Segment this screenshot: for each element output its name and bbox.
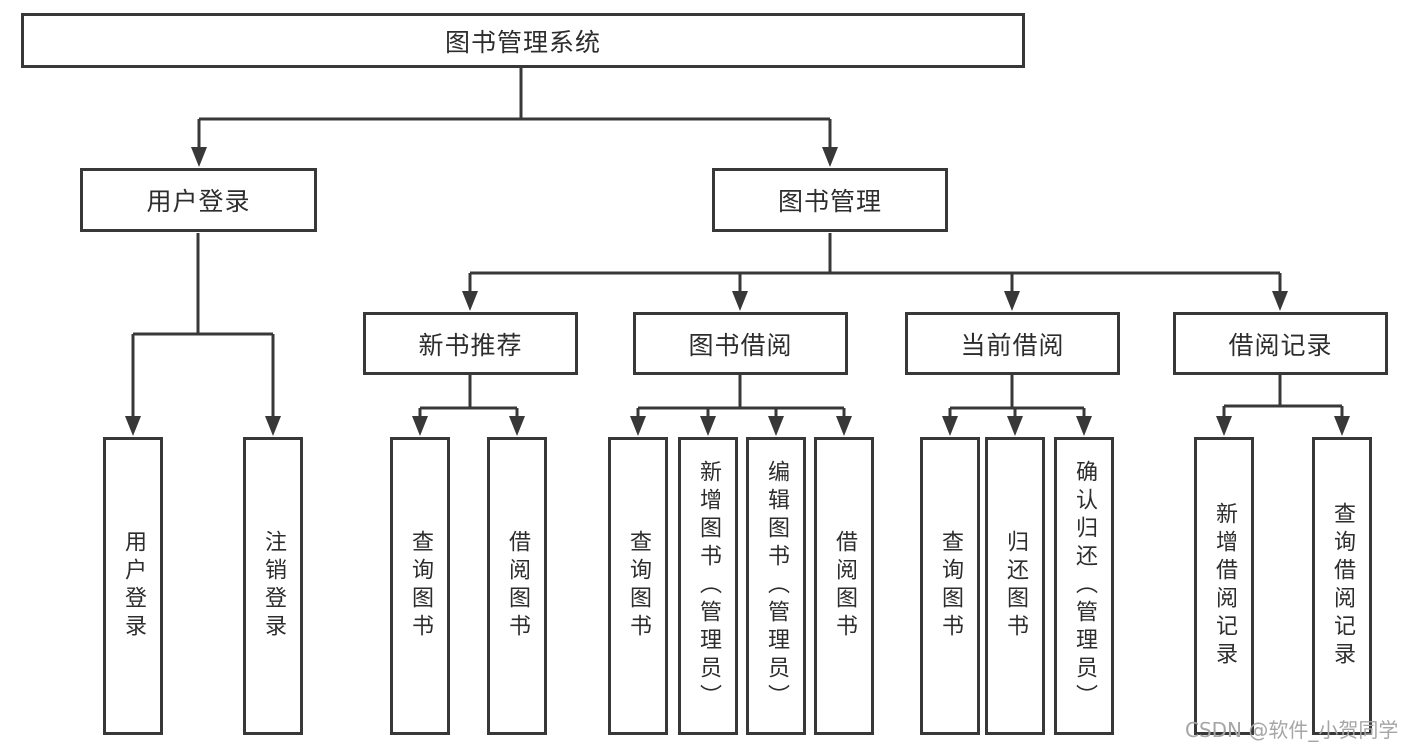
leaf-borrow-add-admin-label: 新增图书（管理员）: [696, 460, 721, 712]
leaf-newbook-borrow: 借阅图书: [487, 437, 547, 735]
leaf-record-query-label: 查询借阅记录: [1330, 502, 1355, 670]
watermark: CSDN @软件_小贺同学: [1185, 718, 1399, 742]
node-new-book-recommend: 新书推荐: [363, 312, 578, 375]
leaf-newbook-query-label: 查询图书: [408, 530, 433, 642]
leaf-current-return-label: 归还图书: [1003, 530, 1028, 642]
leaf-borrow-add-admin: 新增图书（管理员）: [678, 437, 738, 735]
leaf-borrow-edit-admin-label: 编辑图书（管理员）: [764, 460, 789, 712]
node-root: 图书管理系统: [21, 13, 1025, 68]
leaf-user-login: 用户登录: [103, 437, 163, 735]
leaf-current-confirm-admin: 确认归还（管理员）: [1054, 437, 1114, 735]
node-user-login: 用户登录: [80, 168, 317, 232]
node-book-borrow: 图书借阅: [633, 312, 848, 375]
node-current-borrow: 当前借阅: [905, 312, 1120, 375]
node-borrow-record: 借阅记录: [1173, 312, 1388, 375]
leaf-record-query: 查询借阅记录: [1312, 437, 1372, 735]
leaf-record-add: 新增借阅记录: [1194, 437, 1254, 735]
leaf-record-add-label: 新增借阅记录: [1212, 502, 1237, 670]
leaf-logout-label: 注销登录: [261, 530, 286, 642]
leaf-current-confirm-admin-label: 确认归还（管理员）: [1072, 460, 1097, 712]
leaf-borrow-book: 借阅图书: [814, 437, 874, 735]
leaf-current-query-label: 查询图书: [938, 530, 963, 642]
leaf-current-return: 归还图书: [985, 437, 1045, 735]
leaf-user-login-label: 用户登录: [121, 530, 146, 642]
leaf-borrow-query-label: 查询图书: [626, 530, 651, 642]
leaf-logout: 注销登录: [243, 437, 303, 735]
leaf-current-query: 查询图书: [920, 437, 980, 735]
leaf-newbook-query: 查询图书: [390, 437, 450, 735]
leaf-borrow-book-label: 借阅图书: [832, 530, 857, 642]
leaf-newbook-borrow-label: 借阅图书: [505, 530, 530, 642]
leaf-borrow-query: 查询图书: [608, 437, 668, 735]
leaf-borrow-edit-admin: 编辑图书（管理员）: [746, 437, 806, 735]
node-book-management: 图书管理: [712, 168, 948, 232]
